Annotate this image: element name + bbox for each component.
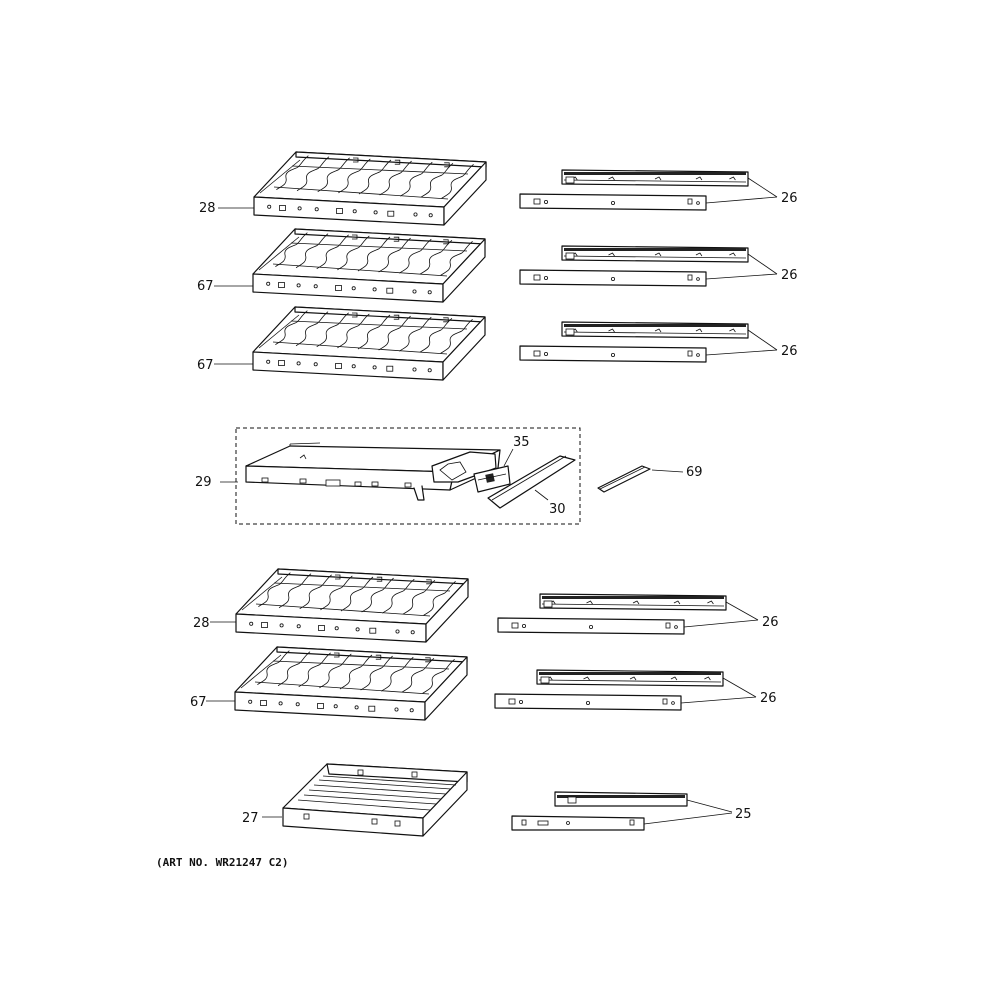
wine-shelf-67-upper-1 bbox=[252, 228, 486, 303]
label-67-lower: 67 bbox=[190, 695, 207, 710]
label-26-4: 26 bbox=[762, 615, 779, 630]
label-25: 25 bbox=[735, 807, 752, 822]
wine-shelf-28-top bbox=[253, 151, 487, 226]
label-35: 35 bbox=[513, 435, 530, 450]
control-board-35 bbox=[473, 465, 511, 493]
art-number: (ART NO. WR21247 C2) bbox=[156, 856, 288, 869]
leader-35 bbox=[503, 448, 514, 467]
label-29: 29 bbox=[195, 475, 212, 490]
label-26-1: 26 bbox=[781, 191, 798, 206]
leader-30 bbox=[534, 489, 549, 501]
assembly-dashed-box bbox=[235, 427, 581, 525]
slide-rail-pair-26-2 bbox=[519, 245, 778, 287]
leader-bottom bbox=[680, 696, 757, 704]
leader-bottom bbox=[683, 619, 759, 628]
display-shelf-body bbox=[245, 442, 501, 501]
label-28-top: 28 bbox=[199, 201, 216, 216]
label-28-lower: 28 bbox=[193, 616, 210, 631]
leader-top bbox=[722, 677, 757, 698]
label-69: 69 bbox=[686, 465, 703, 480]
slide-rail-pair-26-4 bbox=[497, 593, 759, 635]
leader-top bbox=[747, 253, 778, 275]
trim-30 bbox=[487, 455, 576, 509]
leader-bottom bbox=[705, 196, 778, 204]
label-30: 30 bbox=[549, 502, 566, 517]
drawer-floor-slats bbox=[297, 775, 457, 811]
wine-shelf-28-lower bbox=[235, 568, 469, 643]
leader-top bbox=[747, 177, 778, 198]
leader-top bbox=[747, 329, 778, 351]
slide-rail-pair-26-3 bbox=[519, 321, 778, 363]
trim-piece-69 bbox=[597, 465, 684, 493]
label-26-5: 26 bbox=[760, 691, 777, 706]
bottom-drawer-27 bbox=[262, 763, 468, 837]
label-26-2: 26 bbox=[781, 268, 798, 283]
leader-bottom bbox=[705, 273, 778, 280]
wine-shelf-67-upper-2 bbox=[252, 306, 486, 381]
slide-rail-pair-26-5 bbox=[494, 669, 757, 711]
leader-bottom bbox=[705, 349, 778, 356]
display-shelf-assembly-29 bbox=[220, 427, 581, 525]
leader-25b bbox=[643, 812, 733, 825]
label-67-upper-2: 67 bbox=[197, 358, 214, 373]
leader-69 bbox=[651, 469, 684, 473]
leader-25a bbox=[686, 799, 733, 813]
slide-rail-pair-26-1 bbox=[519, 169, 778, 211]
label-67-upper-1: 67 bbox=[197, 279, 214, 294]
wine-shelf-67-lower bbox=[234, 646, 468, 721]
slide-rail-pair-25 bbox=[511, 791, 733, 831]
leader-top bbox=[725, 601, 759, 621]
label-27: 27 bbox=[242, 811, 259, 826]
label-26-3: 26 bbox=[781, 344, 798, 359]
